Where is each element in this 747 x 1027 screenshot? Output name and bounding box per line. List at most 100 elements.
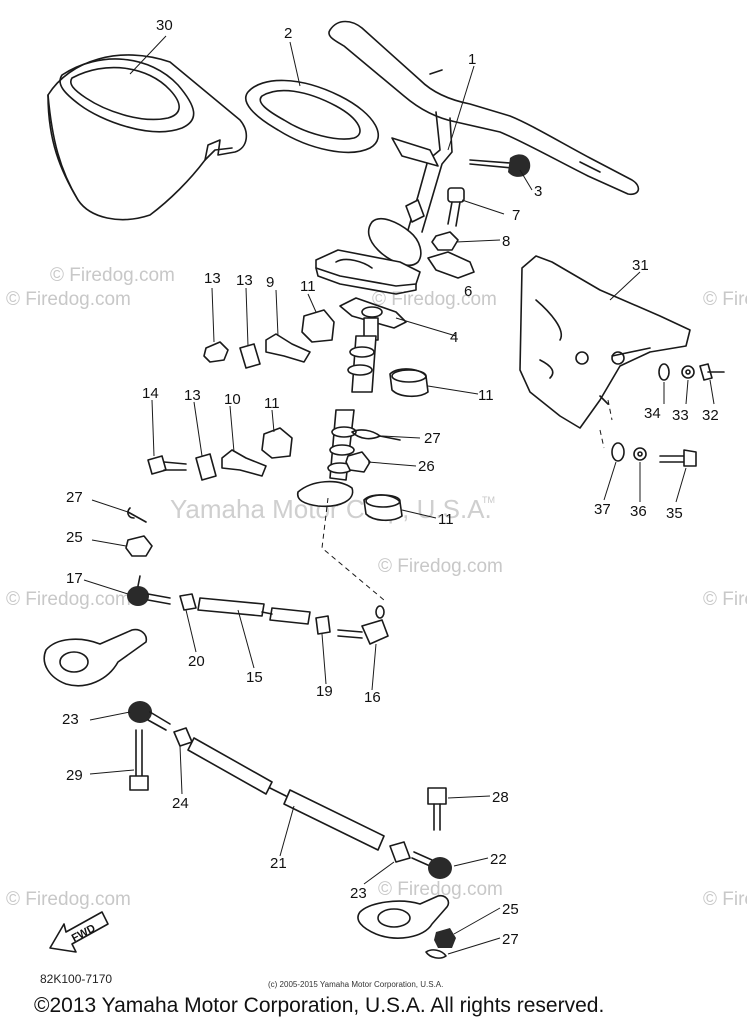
callout-36: 36 <box>630 503 647 520</box>
watermark-tm: TM <box>482 495 495 505</box>
callout-11: 11 <box>300 278 316 295</box>
callout-16: 16 <box>364 689 381 706</box>
part-29-bolt <box>129 729 149 791</box>
steering-lever-sketch <box>43 628 148 687</box>
callout-15: 15 <box>246 669 263 686</box>
watermark-firedog: © Firedog.com <box>6 889 131 910</box>
part-25-nut <box>125 535 153 557</box>
leader-lines <box>83 35 715 955</box>
callout-22: 23 <box>62 711 79 728</box>
callout-10: 9 <box>266 274 274 291</box>
part-20-rod <box>187 737 385 851</box>
part-22-rod-end <box>128 701 171 731</box>
callout-33: 33 <box>672 407 689 424</box>
callout-1: 1 <box>468 51 476 68</box>
watermark-firedog: © Firedog.com <box>378 556 503 577</box>
part-6-clamp <box>427 251 475 279</box>
part-15-rod <box>197 597 311 625</box>
watermark-firedog: © Firedog.com <box>6 589 131 610</box>
part-18-nut <box>315 615 331 635</box>
callout-31: 31 <box>632 257 649 274</box>
callout-25: 25 <box>502 901 519 918</box>
callout-14: 14 <box>142 385 159 402</box>
part-2-handlebar-pad <box>245 79 380 154</box>
callout-27: 27 <box>66 489 83 506</box>
part-9-bracket <box>221 449 267 477</box>
callout-labels: 30 2 1 3 7 8 6 4 31 13 13 9 11 11 14 13 … <box>62 17 719 948</box>
part-12-nut <box>203 341 229 363</box>
fwd-arrow-icon: FWD <box>49 911 109 953</box>
part-27-cotter-pin <box>425 949 447 959</box>
part-34-washer <box>658 363 670 381</box>
part-25-nut <box>434 928 456 948</box>
part-3-bolt <box>469 154 531 177</box>
callout-24: 24 <box>172 795 189 812</box>
watermark-firedog: © Firedog.com <box>6 289 131 310</box>
callout-17: 17 <box>66 570 83 587</box>
part-8-nut <box>431 231 459 251</box>
watermark-firedog: © Firedog.com <box>378 879 503 900</box>
part-23-nut <box>389 841 411 863</box>
callout-6: 6 <box>464 283 472 300</box>
callout-21: 22 <box>490 851 507 868</box>
callout-7: 7 <box>512 207 520 224</box>
callout-27: 27 <box>424 430 441 447</box>
part-11-bushing <box>261 427 293 459</box>
callout-30: 30 <box>156 17 173 34</box>
callout-28: 28 <box>492 789 509 806</box>
callout-37: 37 <box>594 501 611 518</box>
callout-11: 11 <box>478 387 494 404</box>
fwd-label: FWD <box>70 922 98 944</box>
callout-2: 2 <box>284 25 292 42</box>
callout-25: 25 <box>66 529 83 546</box>
part-24-nut <box>173 727 193 747</box>
part-14-bolt <box>147 455 187 475</box>
part-11-bushing <box>363 494 403 522</box>
callout-23: 23 <box>350 885 367 902</box>
callout-9: 10 <box>224 391 241 408</box>
part-30-front-cover <box>47 54 248 221</box>
callout-27: 27 <box>502 931 519 948</box>
part-21-rod-end <box>411 851 452 879</box>
part-32-screw <box>699 363 725 381</box>
steering-column-shaft <box>296 335 377 508</box>
callout-34: 34 <box>644 405 661 422</box>
callout-29: 29 <box>66 767 83 784</box>
part-28-bolt <box>427 787 447 831</box>
part-36-washer <box>633 447 647 461</box>
part-13-clip <box>239 343 261 369</box>
part-27-cotter-pin <box>351 429 401 441</box>
watermark-firedog: © Firedog.com <box>703 589 747 610</box>
part-35-bolt <box>659 449 697 467</box>
watermark-layer: © Firedog.com © Firedog.com © Firedog.co… <box>6 265 747 910</box>
part-33-washer <box>681 365 695 379</box>
part-16-rod-end <box>337 605 389 645</box>
callout-13: 13 <box>236 272 253 289</box>
part-37-washer <box>611 442 625 462</box>
callout-11: 11 <box>438 511 454 528</box>
watermark-firedog: © Firedog.com <box>703 289 747 310</box>
column-upper-bracket <box>315 249 421 295</box>
callout-20: 21 <box>270 855 287 872</box>
callout-11: 11 <box>264 395 280 412</box>
part-11-bushing <box>389 368 429 398</box>
part-27-cotter-pin <box>127 507 147 523</box>
part-31-side-panel <box>519 255 691 429</box>
watermark-firedog: © Firedog.com <box>703 889 747 910</box>
part-19-nut <box>179 593 197 611</box>
callout-35: 35 <box>666 505 683 522</box>
part-4-column-flange <box>339 297 407 341</box>
callout-3: 3 <box>534 183 542 200</box>
part-10-bracket <box>265 333 311 363</box>
part-13-clip <box>195 453 217 481</box>
watermark-firedog: © Firedog.com <box>372 289 497 310</box>
part-17-rod-end <box>127 575 171 606</box>
part-26-nut <box>345 451 371 473</box>
callout-18: 19 <box>316 683 333 700</box>
panel-fastener-leader <box>599 399 613 449</box>
part-11-bushing <box>301 309 335 343</box>
callout-8: 8 <box>502 233 510 250</box>
part-7-bolt <box>447 187 465 227</box>
callout-12: 13 <box>204 270 221 287</box>
